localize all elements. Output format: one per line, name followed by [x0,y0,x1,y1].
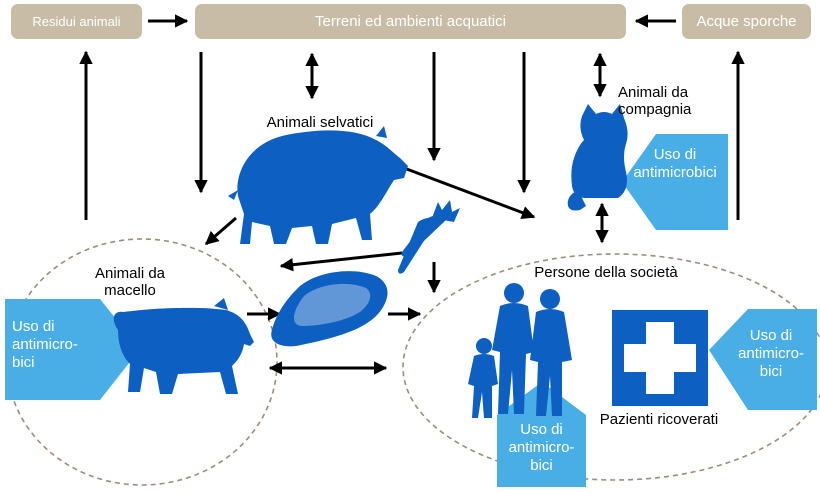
box-acque-label: Acque sporche [696,13,797,30]
box-residui-label: Residui animali [32,14,121,29]
uso-left-label: Uso di antimicro- bici [12,318,78,371]
label-animali-macello: Animali da macello [94,265,166,299]
meat-icon [271,271,388,347]
arrow-boar-macello [204,216,237,246]
uso-right-label: Uso di antimicro- bici [738,327,804,380]
box-acque-sporche: Acque sporche [682,4,811,39]
boar-icon [228,126,408,244]
label-pazienti-ricoverati: Pazienti ricoverati [599,411,719,428]
family-icon [468,283,572,418]
box-terreni-label: Terreni ed ambienti acquatici [315,13,506,30]
box-residui-animali: Residui animali [11,4,142,39]
uso-right-shape [709,309,817,410]
uso-people-label: Uso di antimicro- bici [508,421,575,474]
uso-pets-shape [622,134,728,230]
arrow-carrot-macello [279,251,403,272]
label-animali-compagnia: Animali da compagnia [618,84,692,118]
arrow-boar-persone [403,166,536,220]
society-ellipse [402,253,820,481]
label-animali-selvatici: Animali selvatici [266,114,374,131]
uso-left-shape [5,299,140,400]
carrot-icon [398,200,460,274]
uso-pets-label: Uso di antimicrobici [633,146,717,181]
box-terreni-acquatici: Terreni ed ambienti acquatici [195,4,626,39]
pig-icon [113,298,254,394]
cat-icon [567,104,628,211]
label-persone-societa: Persone della società [534,264,678,281]
hospital-cross-icon [612,310,708,406]
